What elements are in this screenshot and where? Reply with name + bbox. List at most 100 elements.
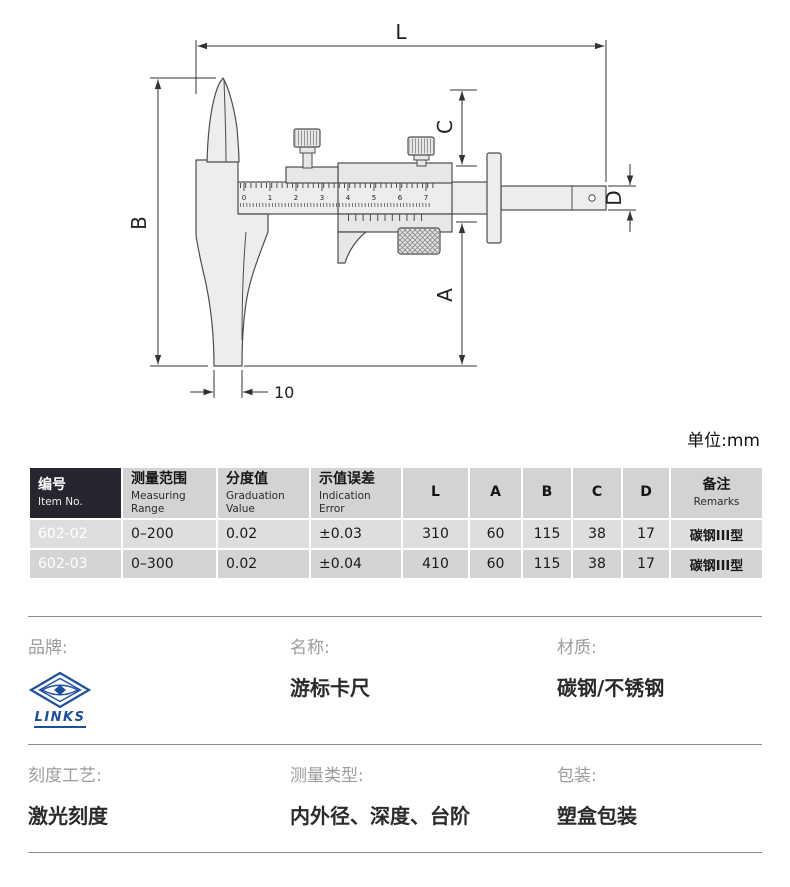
cell-C: 38 [571,518,623,550]
scale-number: 0 [242,194,246,202]
name-value: 游标卡尺 [290,676,370,700]
material-value: 碳钢/不锈钢 [557,676,665,700]
cell-B: 115 [521,518,573,550]
upper-inside-jaw [206,77,240,163]
process-value: 激光刻度 [28,804,108,828]
dim-label-tip-width: 10 [274,383,294,402]
cell-item-no: 602-02 [28,518,123,550]
header-en: Item No. [38,496,83,509]
scale-number: 1 [268,194,272,202]
dim-label-L: L [395,20,407,44]
dim-label-D: D [602,190,626,205]
header-cn: L [431,484,440,501]
name-block: 名称: 游标卡尺 [290,637,557,728]
cell-graduation-value: 0.02 [216,518,311,550]
thumb-screw-left [293,128,321,169]
caliper-diagram: 0 1 2 3 4 5 6 7 [127,20,636,402]
info-row-1: 品牌: LINKS 名称: 游标卡尺 材质: 碳钢/不锈钢 [0,617,790,728]
table-header-row: 编号 Item No. 测量范围 Measuring Range 分度值 Gra… [28,466,764,520]
brand-logo-text: LINKS [33,710,87,728]
unit-label: 单位:mm [687,431,760,451]
material-block: 材质: 碳钢/不锈钢 [557,637,762,728]
dim-label-B: B [127,216,151,230]
dim-label-A: A [433,288,457,302]
col-header-remarks: 备注 Remarks [669,466,764,520]
col-header-measuring-range: 测量范围 Measuring Range [121,466,218,520]
col-header-item-no: 编号 Item No. [28,466,123,520]
dim-label-C: C [433,120,457,134]
header-cn: D [640,484,652,501]
cell-A: 60 [468,518,523,550]
col-header-B: B [521,466,573,520]
header-en: Remarks [693,496,740,509]
jaw-split-line [241,231,247,341]
table-row: 602-03 0–300 0.02 ±0.04 410 60 115 38 17… [28,548,764,580]
cell-L: 410 [401,548,470,580]
header-cn: 测量范围 [131,470,187,487]
upper-jaw-split-line [223,79,227,163]
col-header-L: L [401,466,470,520]
cell-D: 17 [621,548,671,580]
movable-jaw-root [337,231,367,264]
cell-item-no: 602-03 [28,548,123,580]
measure-type-label: 测量类型: [290,766,364,786]
measure-type-block: 测量类型: 内外径、深度、台阶 [290,765,557,830]
cell-indication-error: ±0.03 [309,518,403,550]
cell-D: 17 [621,518,671,550]
packaging-block: 包装: 塑盒包装 [557,765,762,830]
process-label: 刻度工艺: [28,766,102,786]
header-cn: C [591,484,603,501]
dimension-labels: L B C A D 10 [127,20,626,402]
scale-number: 3 [320,194,324,202]
scale-number: 4 [346,194,351,202]
cell-measuring-range: 0–200 [121,518,218,550]
header-cn: B [541,484,553,501]
header-cn: 分度值 [226,470,268,487]
cell-measuring-range: 0–300 [121,548,218,580]
scale-numbers: 0 1 2 3 4 5 6 7 [242,194,428,202]
brand-logo: LINKS [28,671,92,728]
brand-label: 品牌: [28,638,68,658]
beam: 0 1 2 3 4 5 6 7 [229,181,491,215]
cell-indication-error: ±0.04 [309,548,403,580]
col-header-C: C [571,466,623,520]
cell-remarks: 碳钢III型 [669,518,764,550]
col-header-graduation-value: 分度值 Graduation Value [216,466,311,520]
slider [285,128,453,264]
brand-block: 品牌: LINKS [28,637,290,728]
thumb-screw-right [407,136,435,167]
spec-table: 编号 Item No. 测量范围 Measuring Range 分度值 Gra… [28,466,764,580]
dimension-lines [150,40,636,398]
links-logo-icon [28,671,92,709]
material-label: 材质: [557,638,597,658]
rod-hole [588,194,596,202]
rod-flange [486,152,502,244]
scale-number: 6 [398,194,403,202]
fixed-jaw [195,77,269,367]
cell-remarks: 碳钢III型 [669,548,764,580]
divider [28,616,762,617]
col-header-D: D [621,466,671,520]
packaging-value: 塑盒包装 [557,804,637,828]
info-row-2: 刻度工艺: 激光刻度 测量类型: 内外径、深度、台阶 包装: 塑盒包装 [0,745,790,830]
packaging-label: 包装: [557,766,597,786]
cell-C: 38 [571,548,623,580]
cell-B: 115 [521,548,573,580]
header-en: Measuring Range [131,490,186,515]
cell-A: 60 [468,548,523,580]
major-ticks [243,183,427,191]
depth-rod [486,152,607,244]
col-header-indication-error: 示值误差 Indication Error [309,466,403,520]
header-en: Indication Error [319,490,371,515]
measure-type-value: 内外径、深度、台阶 [290,804,470,828]
knurled-roller [397,227,441,255]
name-label: 名称: [290,638,330,658]
table-row: 602-02 0–200 0.02 ±0.03 310 60 115 38 17… [28,518,764,550]
divider [28,744,762,745]
scale-number: 5 [372,194,376,202]
col-header-A: A [468,466,523,520]
header-en: Graduation Value [226,490,285,515]
header-cn: 编号 [38,476,66,493]
fine-adjust-clamp [285,166,339,184]
